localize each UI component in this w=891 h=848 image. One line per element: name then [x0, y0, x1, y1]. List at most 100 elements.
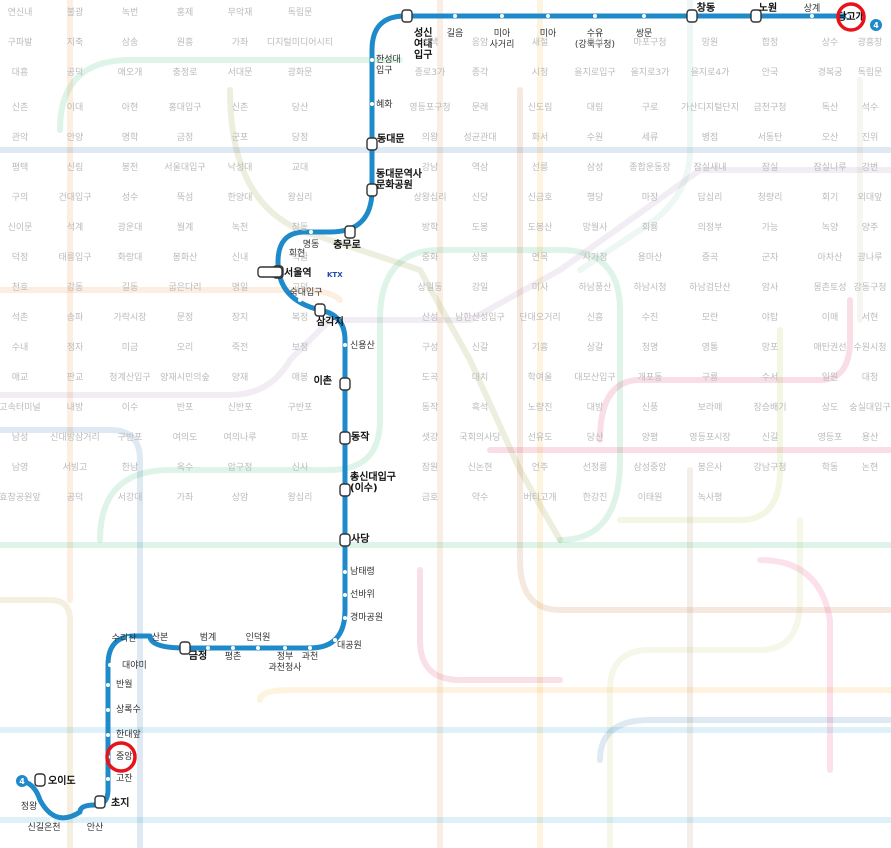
station-label-ddp_1: 동대문역사: [376, 167, 423, 180]
line4-badge-top: [870, 19, 882, 31]
station-marker-gwacheon: [308, 646, 312, 650]
station-marker-ansan: [93, 810, 97, 814]
station-label-gojan: 고잔: [116, 773, 133, 784]
station-marker-pyeongchon: [231, 646, 235, 650]
station-marker-ssangmun: [642, 14, 646, 18]
station-label-chungmuro: 충무로: [333, 238, 361, 251]
station-label-miasageori_1: 미아: [494, 28, 511, 39]
station-label-beomgye: 범계: [200, 631, 217, 643]
station-marker-sinyongsan: [343, 343, 347, 347]
station-marker-seonbawi: [343, 593, 347, 597]
station-label-oido: 오이도: [48, 774, 76, 787]
station-label-mia: 미아: [540, 28, 557, 39]
station-label-geumjeong: 금정: [189, 649, 207, 662]
line-4-track: [22, 13, 851, 821]
station-label-pyeongchon: 평촌: [225, 651, 242, 662]
station-marker-sungshin: [401, 9, 413, 23]
station-label-namtaeryeong: 남태령: [350, 565, 375, 577]
line4-badge-top-label: 4: [873, 21, 879, 30]
station-marker-namtaeryeong: [343, 570, 347, 574]
seoul-station-transfer-marker: [257, 266, 283, 278]
station-label-dongjak: 동작: [351, 430, 370, 443]
ktx-icon: KTX: [327, 271, 343, 279]
station-label-sanbon: 산본: [152, 632, 169, 643]
station-label-hansung_2: 입구: [376, 64, 393, 76]
station-label-seonbawi: 선바위: [350, 589, 375, 600]
station-marker-sanggye: [810, 14, 814, 18]
station-label-hyehwa: 혜화: [376, 98, 393, 110]
station-label-hoehyeon: 회현: [289, 248, 306, 259]
station-label-daegongwon: 대공원: [337, 640, 362, 651]
station-label-sungshin_1: 성신: [414, 26, 432, 39]
station-label-dongdaemun: 동대문: [377, 132, 405, 145]
station-label-sungshin_2: 여대: [414, 37, 432, 50]
station-label-ansan: 안산: [87, 822, 104, 833]
station-label-handaeap: 한대앞: [116, 728, 141, 740]
station-label-choji: 초지: [111, 796, 129, 809]
station-marker-chungmuro: [344, 225, 356, 239]
station-label-miasageori_2: 사거리: [490, 39, 515, 50]
station-label-sanggye: 상계: [804, 2, 821, 14]
station-marker-surisan: [126, 636, 130, 640]
station-label-hansung_1: 한성대: [376, 54, 401, 65]
station-marker-singiloncheon: [50, 818, 54, 822]
station-label-jungang: 중앙: [116, 750, 133, 762]
station-label-ssangmun: 쌍문: [636, 28, 653, 39]
station-marker-beomgye: [206, 646, 210, 650]
station-label-sinyongsan: 신용산: [350, 340, 375, 351]
station-label-danggogae: 당고개: [837, 10, 865, 23]
station-marker-sanbon: [158, 634, 162, 638]
station-label-suyu_sub: (강북구청): [575, 39, 615, 50]
station-marker-hyehwa: [370, 102, 374, 106]
station-label-gyeongmagongwon: 경마공원: [350, 611, 383, 623]
station-label-nowon: 노원: [759, 1, 777, 14]
station-label-sangnoksu: 상록수: [116, 704, 141, 715]
station-label-suyu: 수유: [587, 28, 604, 39]
station-label-sookmyung: 숙대입구: [289, 286, 322, 298]
station-marker-suyu: [593, 14, 597, 18]
station-label-daeyami: 대야미: [122, 660, 147, 671]
station-marker-chongshin: [339, 483, 351, 497]
station-label-chongshin_1: 총신대입구: [350, 470, 396, 483]
station-marker-myeongdong: [309, 230, 313, 234]
station-label-gwacheon: 과천: [302, 651, 319, 662]
station-label-seoul_station: 서울역: [284, 266, 312, 279]
station-label-gireum: 길음: [447, 28, 464, 39]
station-marker-gireum: [453, 14, 457, 18]
highlight-jungang: [105, 741, 137, 773]
station-label-jeongbu_1: 정부: [277, 651, 294, 662]
station-label-ddp_2: 문화공원: [376, 178, 413, 191]
station-marker-daeyami: [108, 663, 112, 667]
station-marker-oido: [34, 773, 46, 787]
station-label-chongshin_2: (이수): [350, 481, 378, 494]
station-marker-ichon: [339, 377, 351, 391]
station-marker-jeongbu: [283, 646, 287, 650]
station-marker-geumjeong: [179, 641, 191, 655]
station-marker-changdong: [686, 9, 698, 23]
station-marker-gojan: [106, 777, 110, 781]
station-label-surisan: 수리산: [112, 633, 137, 644]
station-label-samgakji: 삼각지: [316, 315, 344, 328]
station-marker-indeogwon: [256, 646, 260, 650]
station-label-singiloncheon: 신길온천: [27, 822, 60, 833]
station-marker-hansung: [370, 58, 374, 62]
station-marker-mia: [546, 14, 550, 18]
station-marker-sookmyung: [298, 298, 302, 302]
station-label-jeongwang: 정왕: [21, 801, 38, 812]
station-label-ichon: 이촌: [314, 374, 332, 387]
station-marker-jeongwang: [34, 804, 38, 808]
station-marker-gyeongmagongwon: [343, 616, 347, 620]
station-marker-dongdaemun: [366, 137, 378, 151]
station-marker-danggogae: [846, 14, 850, 18]
station-label-indeogwon: 인덕원: [246, 632, 271, 643]
station-marker-handaeap: [106, 733, 110, 737]
station-marker-dongjak: [339, 431, 351, 445]
station-marker-choji: [94, 795, 106, 809]
station-marker-sangnoksu: [106, 708, 110, 712]
station-marker-ddp: [366, 183, 378, 197]
station-label-sadang: 사당: [351, 532, 370, 545]
station-label-myeongdong: 명동: [303, 239, 320, 250]
